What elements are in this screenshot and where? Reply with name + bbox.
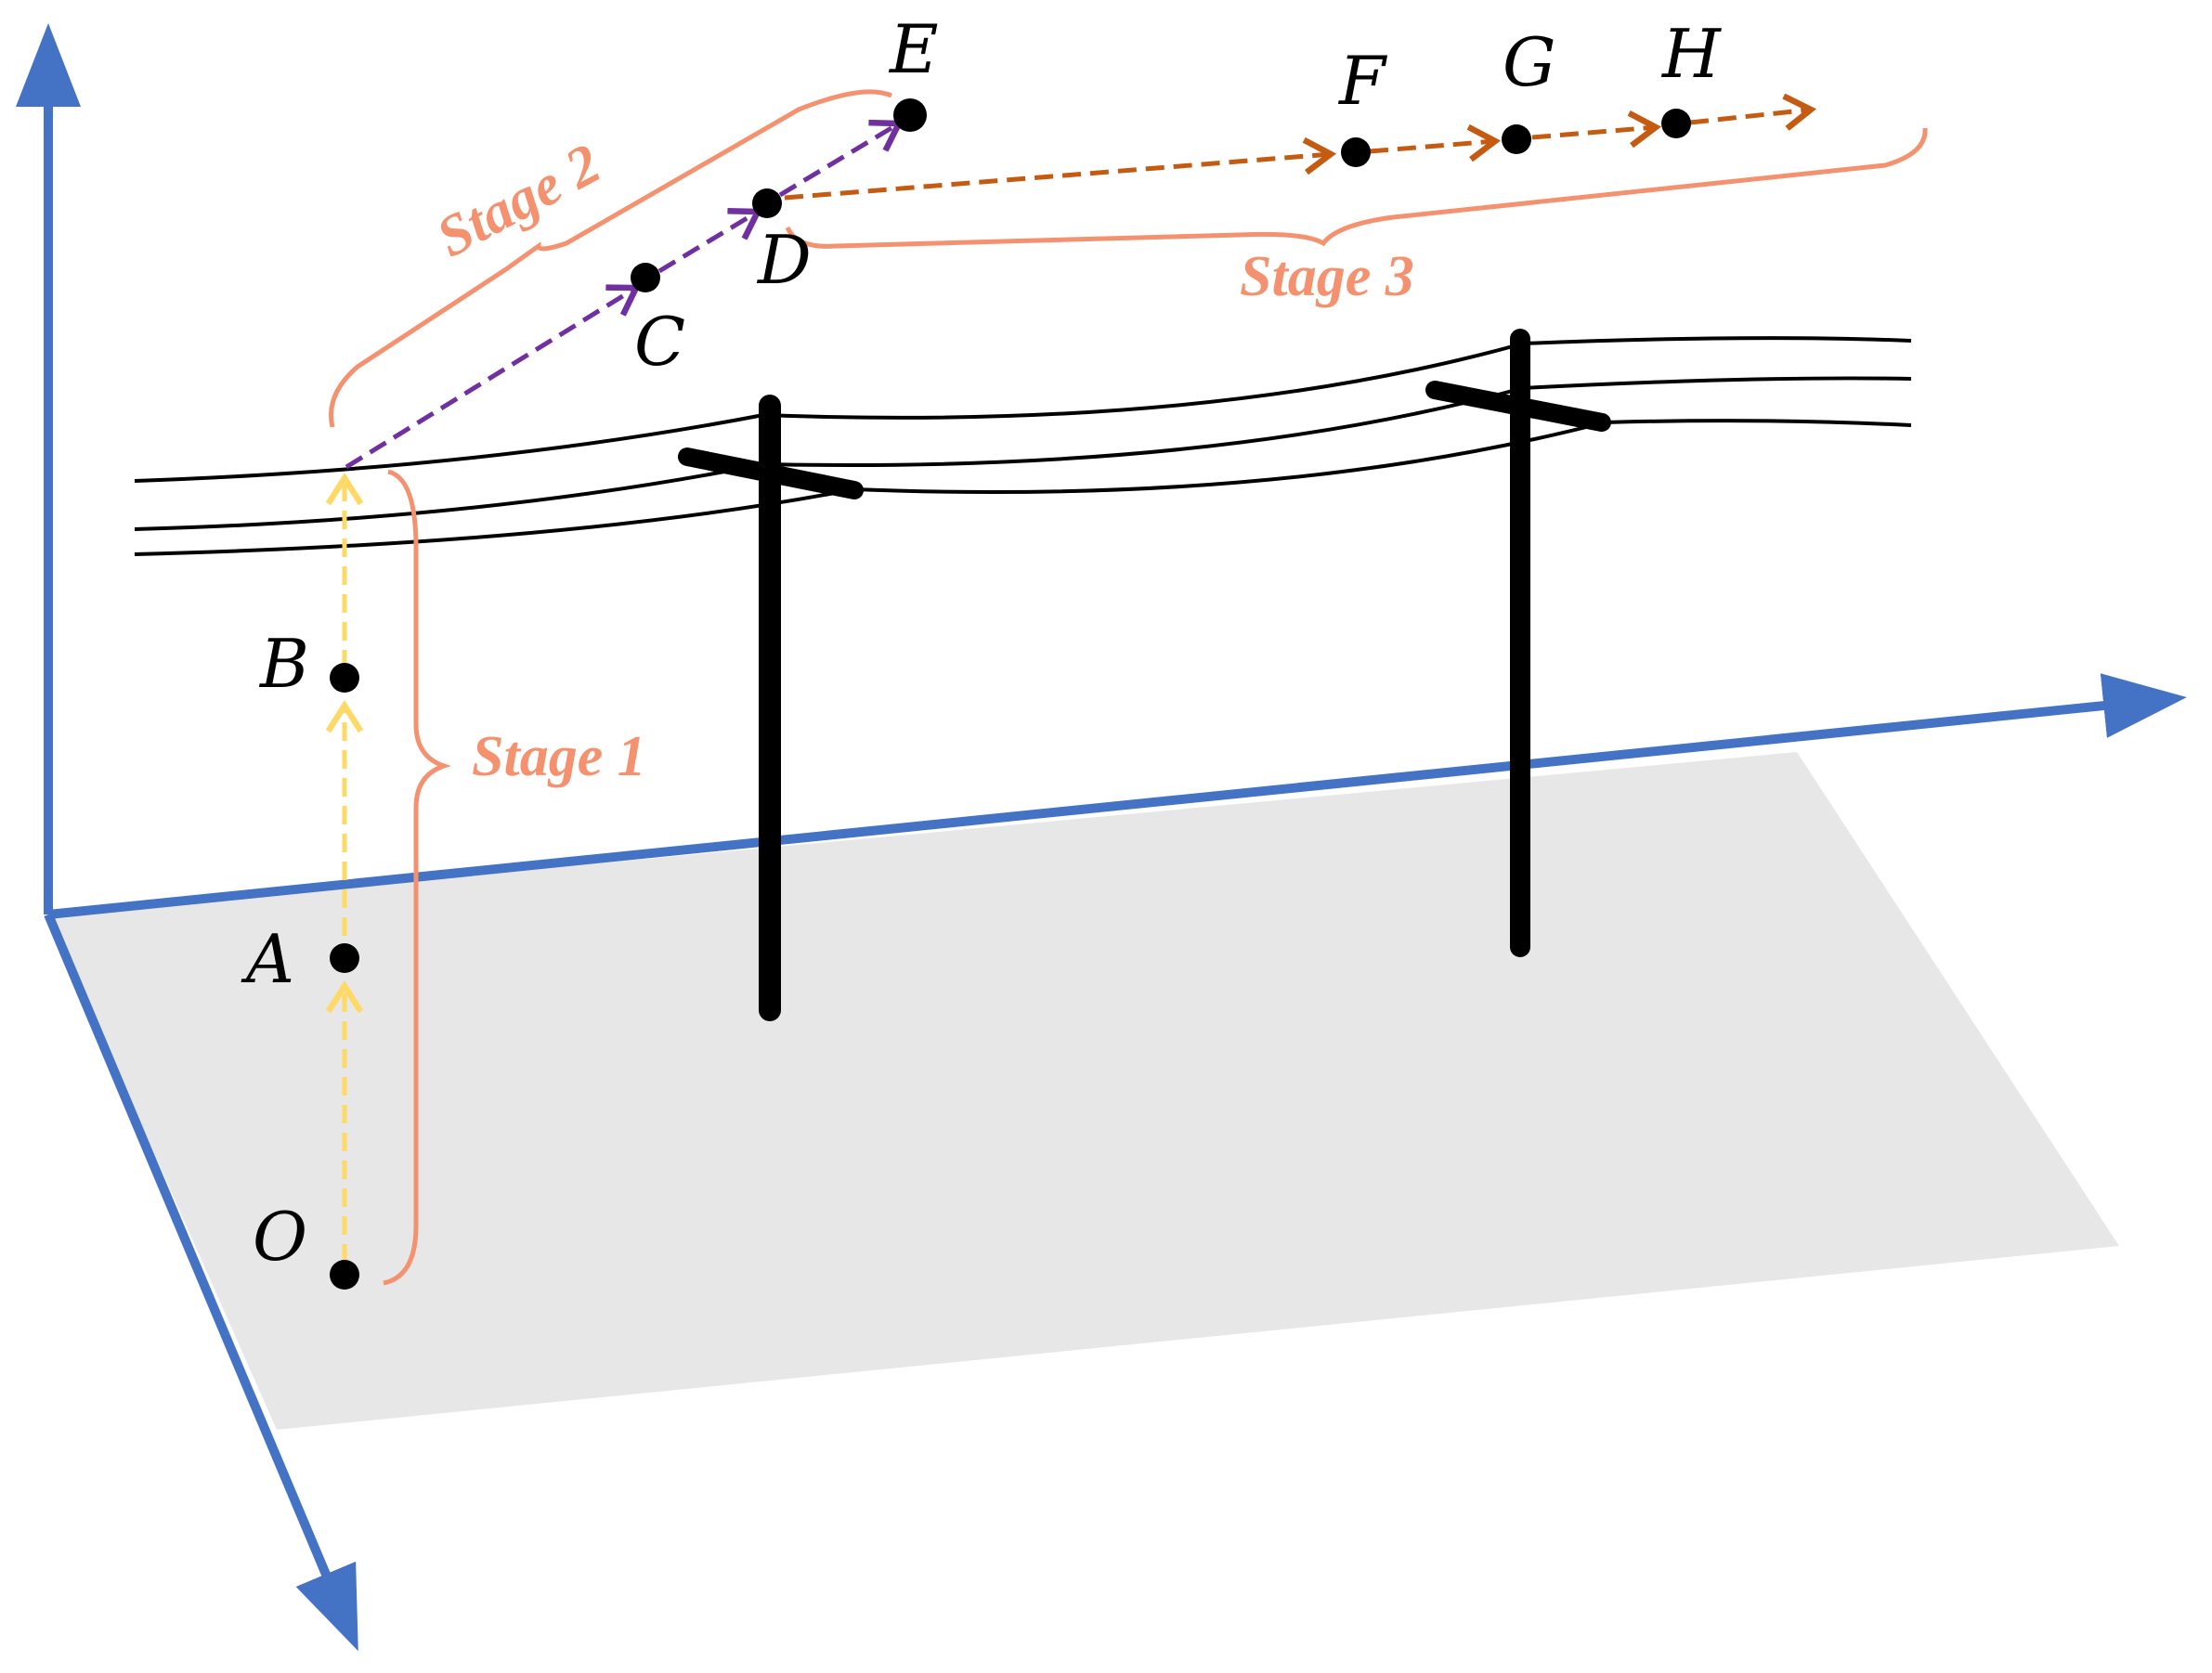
point-h <box>1661 109 1691 138</box>
label-g: G <box>1503 23 1556 101</box>
path-c-to-d <box>657 212 758 274</box>
stage-1-brace <box>383 469 451 1286</box>
stage-labels: Stage 1 Stage 2 Stage 3 <box>427 132 1414 788</box>
path-f-to-g <box>1369 141 1495 151</box>
point-a <box>330 943 359 973</box>
waypoints <box>330 98 1691 1290</box>
path-top-to-c <box>345 288 636 470</box>
stage-3-brace <box>785 127 1928 249</box>
pole-2-crossarm <box>1425 381 1611 432</box>
stage-3-path <box>784 110 1811 201</box>
path-h-onward <box>1689 110 1811 123</box>
label-d: D <box>756 221 812 299</box>
x-axis <box>47 673 2187 919</box>
path-d-to-f <box>784 154 1331 201</box>
wire-bottom <box>134 419 1912 556</box>
point-f <box>1341 137 1371 167</box>
label-a: A <box>241 920 294 998</box>
path-d-to-e <box>778 123 899 198</box>
y-axis <box>44 913 358 1652</box>
point-d <box>752 188 782 218</box>
point-o <box>330 1260 359 1290</box>
coordinate-axes <box>15 23 2187 1652</box>
point-c <box>631 263 660 292</box>
ground-plane <box>48 752 2119 1430</box>
label-e: E <box>888 10 939 88</box>
power-lines <box>134 336 1912 556</box>
utility-pole-2 <box>1425 329 1611 957</box>
label-c: C <box>634 303 685 381</box>
point-labels: O A B C D E F G H <box>241 10 1722 1276</box>
label-h: H <box>1660 15 1722 93</box>
point-g <box>1502 124 1531 154</box>
stage-2-path <box>345 123 899 470</box>
stage-1-label: Stage 1 <box>472 725 646 788</box>
label-f: F <box>1337 42 1388 120</box>
stage-2-brace <box>329 89 892 428</box>
label-b: B <box>258 625 309 703</box>
pole-1-crossarm <box>678 447 864 499</box>
stage-3-label: Stage 3 <box>1240 245 1414 308</box>
stage-braces <box>329 89 1928 1286</box>
path-g-to-h <box>1531 127 1656 137</box>
wire-top <box>134 336 1912 483</box>
point-b <box>330 663 359 693</box>
label-o: O <box>253 1198 307 1276</box>
stage-2-label: Stage 2 <box>427 132 611 269</box>
point-e <box>893 98 927 132</box>
utility-pole-1 <box>678 395 864 1021</box>
wire-middle <box>134 376 1912 531</box>
